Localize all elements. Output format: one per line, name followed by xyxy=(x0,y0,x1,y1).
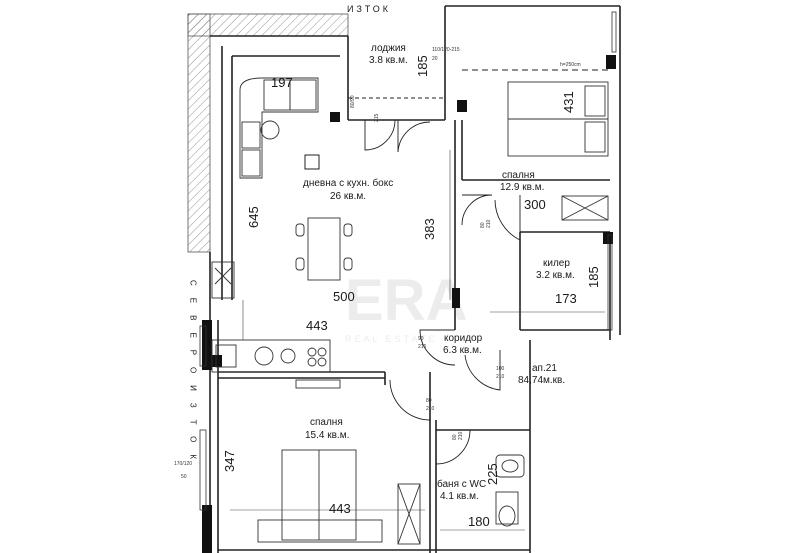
room-area-loggia: 3.8 кв.м. xyxy=(369,55,408,66)
compass-left: СЕВЕРОИЗТОК xyxy=(189,280,198,471)
note-door-loggia: 80/90 xyxy=(350,95,356,108)
dim-197: 197 xyxy=(271,75,293,90)
room-name-loggia: лоджия xyxy=(371,43,406,54)
dim-347: 347 xyxy=(222,450,237,472)
terrace-hatch-top xyxy=(187,13,349,37)
room-name-bedroom-1: спалня xyxy=(502,170,535,181)
note-216: 216 xyxy=(418,344,427,350)
dim-180: 180 xyxy=(468,514,490,529)
apartment-area: 84,74м.кв. xyxy=(518,375,565,386)
room-area-corridor: 6.3 кв.м. xyxy=(443,345,482,356)
room-name-closet: килер xyxy=(543,258,570,269)
dim-645: 645 xyxy=(246,206,261,228)
note-210-c: 210 xyxy=(426,406,435,412)
dim-185-closet: 185 xyxy=(586,266,601,288)
doors xyxy=(364,119,521,465)
dimension-labels: 197 185 645 500 443 383 431 300 185 173 … xyxy=(222,55,601,529)
note-100: 100 xyxy=(496,366,505,372)
dim-443-living: 443 xyxy=(306,318,328,333)
room-area-bath: 4.1 кв.м. xyxy=(440,491,479,502)
note-20: 20 xyxy=(432,56,438,62)
note-90: 90 xyxy=(418,336,424,342)
note-210-a: 210 xyxy=(486,219,492,228)
watermark-logo: ERA xyxy=(345,268,467,333)
windows xyxy=(199,11,617,511)
dim-173: 173 xyxy=(555,291,577,306)
small-notes: 110/120-215 20 h=250cm 80/90 215 80 210 … xyxy=(174,47,581,480)
dim-225: 225 xyxy=(485,463,500,485)
dim-185-loggia: 185 xyxy=(415,55,430,77)
note-210-b: 210 xyxy=(496,374,505,380)
note-height: h=250cm xyxy=(560,62,581,68)
note-window-size: 110/120-215 xyxy=(432,47,460,53)
compass-top: ИЗТОК xyxy=(347,4,391,14)
dining-table xyxy=(295,217,353,281)
sofa xyxy=(239,77,319,179)
dim-383: 383 xyxy=(422,218,437,240)
room-area-closet: 3.2 кв.м. xyxy=(536,270,575,281)
dimension-lines xyxy=(230,150,605,531)
dim-500: 500 xyxy=(333,289,355,304)
room-name-corridor: коридор xyxy=(444,333,483,344)
watermark: ERA REAL ESTATE xyxy=(345,268,467,344)
note-80-c: 80 xyxy=(452,434,458,440)
bath-fixtures xyxy=(495,454,525,527)
note-215: 215 xyxy=(374,113,380,122)
room-name-bedroom-2: спалня xyxy=(310,417,343,428)
room-labels: лоджия 3.8 кв.м. дневна с кухн. бокс 26 … xyxy=(303,43,575,502)
note-80-a: 80 xyxy=(480,222,486,228)
note-window-west: 170/120 xyxy=(174,461,192,467)
bed-2 xyxy=(257,379,421,545)
note-80-b: 80 xyxy=(426,398,432,404)
watermark-sub: REAL ESTATE xyxy=(345,334,437,344)
kitchen xyxy=(211,261,331,373)
dim-443-bedroom: 443 xyxy=(329,501,351,516)
dim-431: 431 xyxy=(561,91,576,113)
room-area-bedroom-2: 15.4 кв.м. xyxy=(305,430,349,441)
bed-1 xyxy=(507,81,609,221)
room-area-bedroom-1: 12.9 кв.м. xyxy=(500,182,544,193)
note-210-d: 210 xyxy=(458,431,464,440)
apartment-number: ап.21 xyxy=(532,363,557,374)
room-area-living: 26 кв.м. xyxy=(330,191,366,202)
terrace-hatch-left xyxy=(187,13,211,253)
room-name-bath: баня с WC xyxy=(437,478,486,490)
note-50: 50 xyxy=(181,474,187,480)
room-name-living: дневна с кухн. бокс xyxy=(303,177,393,189)
dim-300: 300 xyxy=(524,197,546,212)
